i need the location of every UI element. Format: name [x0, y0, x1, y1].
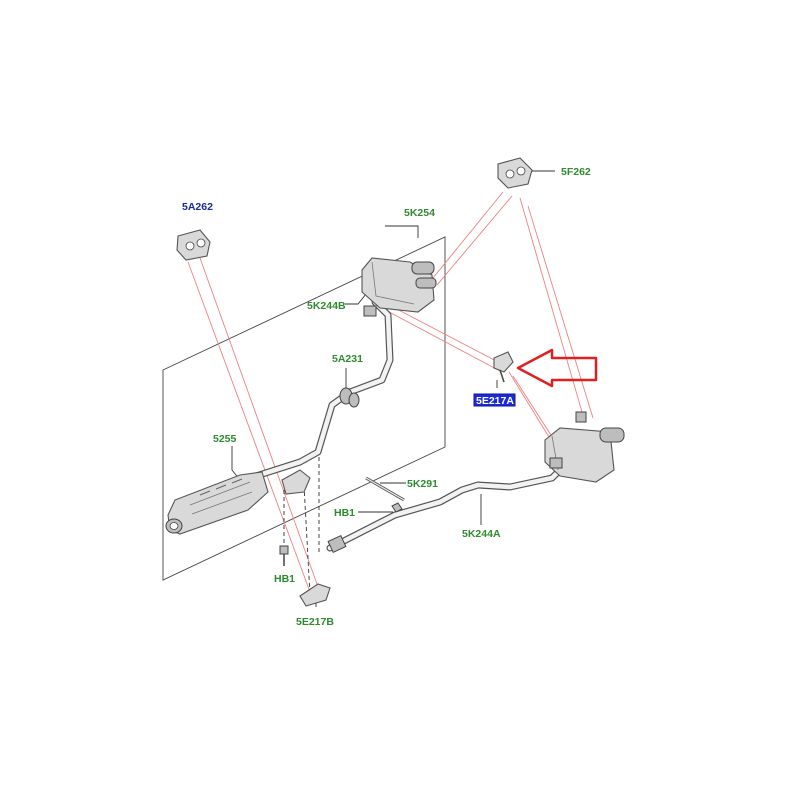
label-5A262: 5A262 [182, 201, 213, 213]
assembly-frame [162, 236, 446, 581]
label-5E217B: 5E217B [296, 616, 334, 628]
label-hb1-left: HB1 [274, 573, 295, 585]
heat-shield-5K291 [365, 476, 405, 502]
clamp-5A231 [339, 387, 360, 408]
upper-muffler-5K254 [361, 257, 437, 317]
label-5255: 5255 [213, 433, 237, 445]
label-5E217A[interactable]: 5E217A [476, 395, 514, 407]
center-bracket [281, 469, 311, 495]
front-muffler-5255 [165, 471, 269, 535]
bolt-hb1-left [279, 545, 289, 566]
label-5K291: 5K291 [407, 478, 438, 490]
selected-part-highlight [473, 393, 516, 407]
rear-muffler [544, 411, 625, 483]
label-5K244A: 5K244A [462, 528, 501, 540]
label-5A231: 5A231 [332, 353, 363, 365]
hanger-5F262 [497, 157, 533, 189]
label-5F262: 5F262 [561, 166, 591, 178]
dashed-lines [283, 450, 320, 596]
rear-pipe-5K244A [326, 466, 564, 554]
bracket-5E217A [493, 351, 514, 383]
leader-lines [231, 170, 555, 607]
label-5K244B: 5K244B [307, 300, 346, 312]
hanger-5A262 [176, 229, 211, 261]
bracket-5E217B [299, 583, 331, 607]
label-hb1-right: HB1 [334, 507, 355, 519]
reference-lines [187, 191, 594, 601]
label-5K254: 5K254 [404, 207, 435, 219]
intermediate-pipe [246, 298, 394, 482]
bolt-hb1-right [391, 502, 403, 513]
pointer-arrow-icon [516, 348, 598, 388]
